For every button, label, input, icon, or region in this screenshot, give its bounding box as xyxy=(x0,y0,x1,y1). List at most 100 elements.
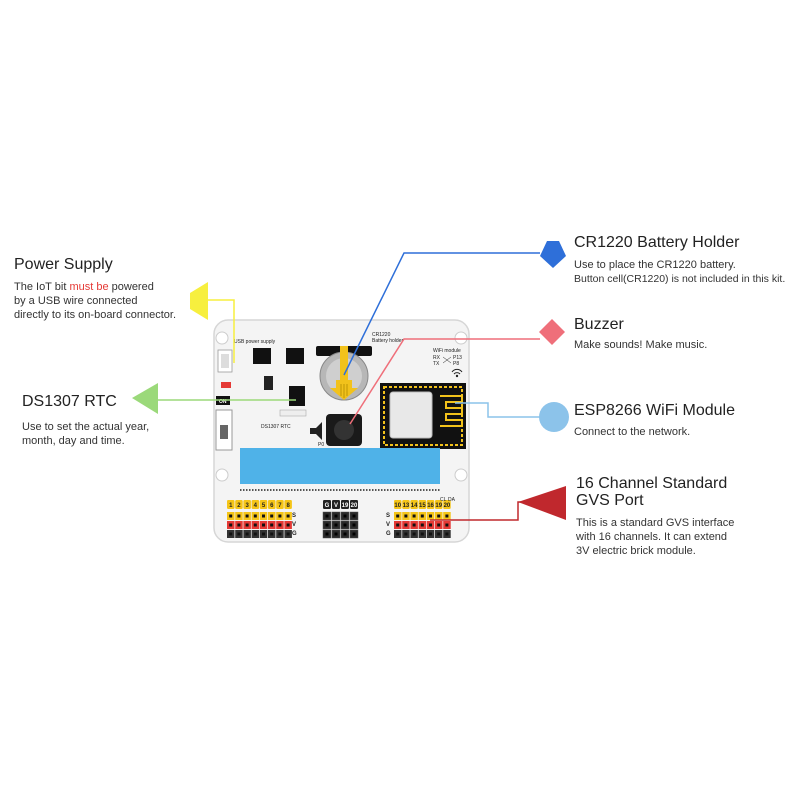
pin-number-label: 1 xyxy=(229,503,233,509)
pin-hole xyxy=(445,514,449,518)
svg-letters-left: S V G xyxy=(292,513,297,537)
battery-title: CR1220 Battery Holder xyxy=(574,234,740,251)
power-supply-desc-line3: directly to its on-board connector. xyxy=(14,309,177,321)
pin-hole xyxy=(343,514,347,518)
pin-number-label: 3 xyxy=(245,503,249,509)
pin-hole xyxy=(270,523,274,527)
pin-hole xyxy=(237,523,241,527)
pin-hole xyxy=(412,514,416,518)
green-triangle-arrow-icon xyxy=(132,383,158,414)
pin-hole xyxy=(237,532,241,536)
power-supply-desc-line2: by a USB wire connected xyxy=(14,295,138,307)
cl-label: CL xyxy=(440,497,447,503)
rx-label: RX xyxy=(433,355,441,361)
wifi-desc: Connect to the network. xyxy=(574,426,691,438)
pin-hole xyxy=(343,523,347,527)
red-triangle-arrow-icon xyxy=(518,486,566,520)
pin-hole xyxy=(445,532,449,536)
pin-hole xyxy=(245,514,249,518)
pin-hole xyxy=(429,523,432,527)
ds1307-chip xyxy=(279,386,307,417)
pin-hole xyxy=(229,514,233,518)
pin-hole xyxy=(237,514,241,518)
svg-letters-right: S V G xyxy=(386,513,391,537)
pin-column: 3 xyxy=(243,500,251,538)
pin-number-label: 6 xyxy=(270,503,274,509)
pin-number-label: 14 xyxy=(411,503,418,509)
pin-hole xyxy=(437,523,441,527)
rtc-desc-line2: month, day and time. xyxy=(22,435,125,447)
battery-desc-line1: Use to place the CR1220 battery. xyxy=(574,259,736,271)
esp8266-module xyxy=(380,368,466,449)
battery-label-1: CR1220 xyxy=(372,332,391,338)
pin-hole xyxy=(253,523,257,527)
pin-number-label: 20 xyxy=(444,503,451,509)
pin-number-tab xyxy=(443,500,451,509)
pin-hole xyxy=(229,523,233,527)
pin-column: 20 xyxy=(443,500,451,538)
pin-number-label: 15 xyxy=(419,503,426,509)
pin-number-tab xyxy=(350,500,358,509)
pin-hole xyxy=(352,514,356,518)
rtc-desc-line1: Use to set the actual year, xyxy=(22,421,150,433)
usb-label: USB power supply xyxy=(234,339,276,345)
pin-hole xyxy=(437,532,441,536)
pin-hole xyxy=(343,532,347,536)
pin-column: 1 xyxy=(227,500,235,538)
pin-number-label: 19 xyxy=(435,503,442,509)
pin-column: 8 xyxy=(284,500,292,538)
pin-hole xyxy=(445,523,449,527)
pin-number-tab xyxy=(410,500,418,509)
pin-number-tab xyxy=(426,500,435,509)
pin-column: 20 xyxy=(349,500,359,539)
pin-number-tab xyxy=(435,500,443,509)
pin-hole xyxy=(437,514,441,518)
pin-number-tab xyxy=(268,500,276,509)
p13-label: P13 xyxy=(453,355,462,361)
pin-hole xyxy=(396,523,400,527)
pin-number-tab xyxy=(243,500,251,509)
pin-number-tab xyxy=(227,500,235,509)
pin-hole xyxy=(412,523,416,527)
svg-text:V: V xyxy=(386,522,390,528)
pin-hole xyxy=(420,532,424,536)
pin-hole xyxy=(352,523,356,527)
pin-hole xyxy=(278,514,282,518)
power-chips xyxy=(253,348,304,390)
edge-connector xyxy=(240,448,440,491)
battery-desc: Use to place the CR1220 battery. Button … xyxy=(574,258,785,286)
pin-hole xyxy=(420,514,424,518)
pin-hole xyxy=(325,523,329,527)
pin-number-tab xyxy=(251,500,260,509)
blue-pentagon-icon xyxy=(540,241,566,268)
pin-hole xyxy=(262,523,265,527)
pin-hole xyxy=(278,523,282,527)
wifi-line xyxy=(455,402,540,418)
power-supply-desc-line1: The IoT bit must be powered xyxy=(14,281,154,293)
pin-hole xyxy=(404,514,408,518)
pin-number-tab xyxy=(235,500,243,509)
pin-number-label: 16 xyxy=(427,503,434,509)
pin-number-tab xyxy=(394,500,402,509)
pin-number-label: 8 xyxy=(286,503,290,509)
pin-number-label: 4 xyxy=(254,503,258,509)
buzzer-pin-label: P0 xyxy=(318,442,324,448)
gvs-desc-line3: 3V electric brick module. xyxy=(576,545,696,557)
pin-number-label: 2 xyxy=(237,503,241,509)
pin-column: 19 xyxy=(340,500,350,539)
pin-column: 2 xyxy=(235,500,243,538)
svg-text:S: S xyxy=(386,513,390,519)
pin-hole xyxy=(404,532,408,536)
pin-hole xyxy=(245,532,249,536)
pin-hole xyxy=(253,514,257,518)
pin-hole xyxy=(270,514,274,518)
gvs-desc-line1: This is a standard GVS interface xyxy=(576,517,735,529)
gvs-title-line1: 16 Channel Standard xyxy=(576,475,728,492)
pin-hole xyxy=(396,532,400,536)
pin-number-label: 20 xyxy=(351,503,358,509)
battery-holder xyxy=(316,346,372,401)
pin-column: 19 xyxy=(435,500,443,538)
